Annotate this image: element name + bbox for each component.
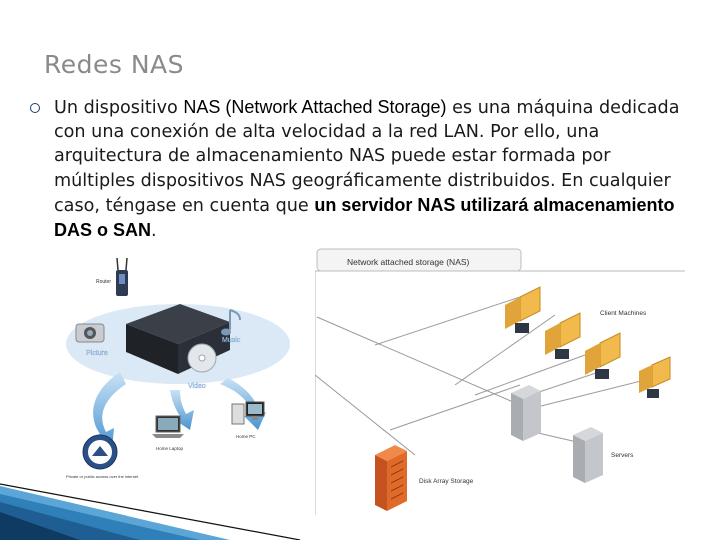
music-note-icon: [221, 309, 241, 336]
disc-icon: [187, 343, 217, 373]
servers-label: Servers: [611, 452, 634, 459]
client-machines-label: Client Machines: [600, 310, 647, 317]
slide-paragraph: Un dispositivo NAS (Network Attached Sto…: [54, 95, 694, 243]
diagram-title-tab: [316, 248, 522, 272]
home-laptop-label: Home Laptop: [156, 446, 184, 451]
laptop-icon: [152, 415, 184, 438]
disk-array-label: Disk Array Storage: [419, 478, 474, 485]
paragraph-part-2: es una máquina dedicada con una conexión…: [54, 98, 680, 216]
client-machine-icon: [545, 312, 581, 359]
camera-icon: [75, 323, 105, 343]
router-label: Router: [96, 279, 111, 285]
decorative-corner-stripes: [0, 480, 320, 541]
nas-term: NAS (Network Attached Storage): [183, 97, 447, 117]
home-nas-illustration: Router Picture Music Video: [60, 252, 292, 490]
arrow-down-left: [90, 372, 126, 450]
client-machine-icon: [585, 332, 621, 379]
disk-array-icon: [375, 445, 407, 511]
home-pc-label: Home PC: [236, 434, 256, 439]
server-icon: [511, 385, 541, 441]
client-machine-icon: [639, 356, 671, 398]
music-label: Music: [222, 337, 241, 344]
picture-label: Picture: [86, 350, 108, 357]
diagram-title: Network attached storage (NAS): [347, 257, 470, 267]
public-access-label: Private or public access over the intern…: [66, 474, 139, 479]
globe-icon: [82, 434, 118, 470]
router-icon: [116, 257, 128, 296]
emphasis-text: un servidor NAS utilizará almacenamiento…: [54, 194, 675, 241]
paragraph-part-3: .: [151, 221, 157, 242]
slide-title: Redes NAS: [44, 50, 185, 79]
paragraph-part-1: Un dispositivo: [54, 98, 184, 118]
desktop-pc-icon: [231, 401, 265, 425]
bullet-icon: [30, 103, 40, 113]
video-label: Video: [188, 383, 206, 390]
server-icon: [573, 427, 603, 483]
nas-network-diagram: Network attached storage (NAS): [314, 245, 685, 517]
client-machine-icon: [505, 286, 541, 333]
